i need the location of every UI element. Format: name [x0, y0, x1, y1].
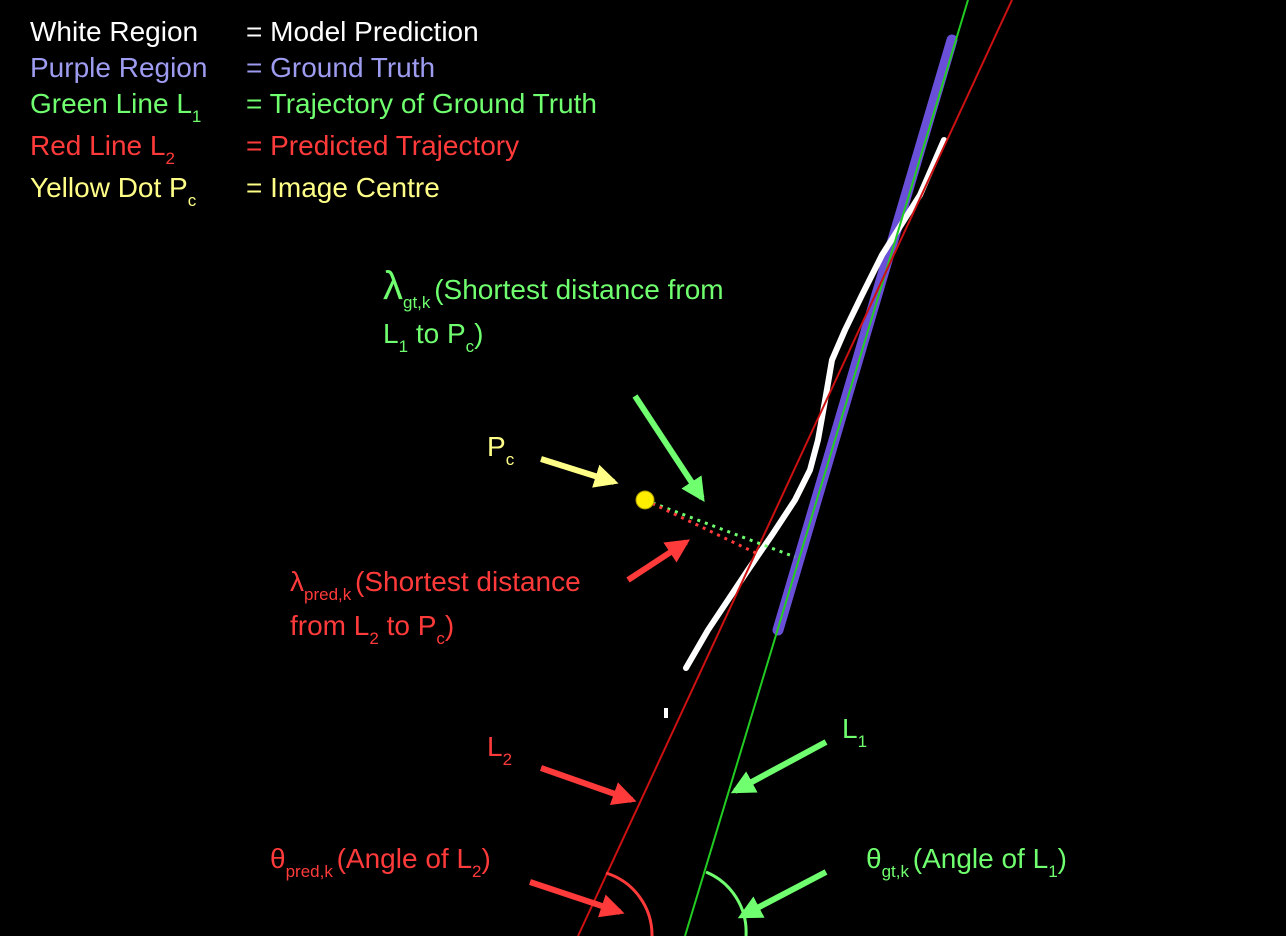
l2-arrow — [540, 765, 637, 805]
image-centre-dot — [635, 490, 655, 510]
pred-trajectory-line — [577, 0, 1013, 936]
theta-gt-label: θgt,k (Angle of L1) — [866, 843, 1067, 881]
legend-value: = Ground Truth — [246, 52, 436, 83]
l1-arrow — [730, 739, 828, 794]
pc-label: Pc — [487, 431, 515, 469]
legend-value: = Model Prediction — [246, 16, 479, 47]
legend-label: Red Line L2 — [30, 130, 175, 168]
theta-gt-arrow — [737, 869, 828, 919]
legend-label: White Region — [30, 16, 199, 47]
legend-label: Green Line L1 — [30, 88, 202, 126]
legend-value: = Predicted Trajectory — [246, 130, 520, 161]
lambda-gt-label-line2: L1 to Pc) — [383, 318, 484, 356]
legend-label: Purple Region — [30, 52, 208, 83]
pred-distance-dotted — [644, 498, 761, 557]
gt-angle-arc — [705, 870, 748, 936]
prediction-region — [683, 137, 947, 671]
lambda-pred-label: λpred,k (Shortest distance — [290, 566, 581, 604]
lambda-gt-arrow — [632, 394, 705, 503]
pc-arrow — [540, 456, 619, 488]
pred-angle-arc — [605, 871, 654, 936]
theta-pred-label: θpred,k (Angle of L2) — [270, 843, 491, 881]
l2-label: L2 — [487, 731, 513, 769]
legend-value: = Trajectory of Ground Truth — [246, 88, 597, 119]
lambda-pred-label-line2: from L2 to Pc) — [290, 610, 455, 648]
l1-label: L1 — [842, 713, 868, 751]
theta-pred-arrow — [529, 879, 625, 918]
lambda-pred-arrow — [626, 539, 691, 583]
gt-distance-dotted — [644, 498, 796, 559]
lambda-gt-label: λgt,k (Shortest distance from — [383, 264, 724, 312]
gt-trajectory-line — [684, 0, 969, 936]
legend-label: Yellow Dot Pc — [30, 172, 197, 210]
prediction-speck — [664, 708, 668, 718]
legend-value: = Image Centre — [246, 172, 440, 203]
